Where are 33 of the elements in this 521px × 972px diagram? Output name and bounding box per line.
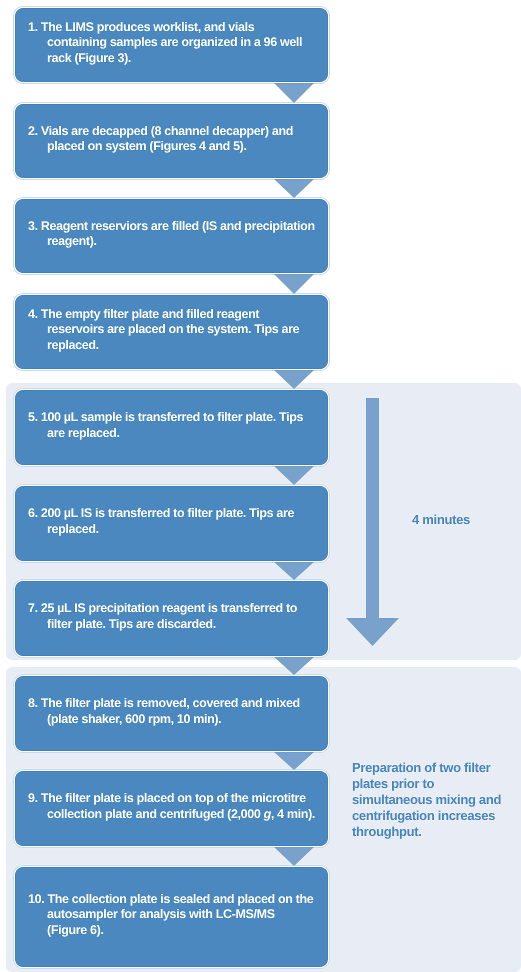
flow-arrow xyxy=(274,657,314,675)
process-step-box xyxy=(14,770,329,847)
process-step-box xyxy=(14,485,329,562)
step-text: 10. The collection plate is sealed and placed on the autosampler for analysis with LC-MS/MS (Figure 6). xyxy=(27,892,314,938)
flow-arrow xyxy=(274,274,314,294)
flow-arrow xyxy=(274,562,314,580)
process-step-box xyxy=(14,7,329,83)
step-text: 3. Reagent reserviors are filled (IS and precipitation reagent). xyxy=(27,218,316,250)
group-panel xyxy=(6,667,521,972)
process-step-box xyxy=(14,866,329,968)
step-text: 7. 25 µL IS precipitation reagent is transferred to filter plate. Tips are discarded. xyxy=(27,601,298,632)
step-text: 8. The filter plate is removed, covered and mixed (plate shaker, 600 rpm, 10 min). xyxy=(27,696,301,727)
process-step-box xyxy=(14,580,329,657)
step-text: 5. 100 µL sample is transferred to filter plate. Tips are replaced. xyxy=(27,410,304,441)
flow-arrow xyxy=(274,370,314,389)
annotation-text: 4 minutes xyxy=(412,512,471,528)
process-step-box xyxy=(14,294,329,370)
step-text: 9. The filter plate is placed on top of the microtitre collection plate and centrifuged (2,000 g, 4 min). xyxy=(27,791,316,822)
flow-arrow xyxy=(274,179,314,198)
step-text: 2. Vials are decapped (8 channel decapper) and placed on system (Figures 4 and 5). xyxy=(27,124,294,154)
step-text: 4. The empty filter plate and filled reagent reservoirs are placed on the system. Tips are replaced. xyxy=(27,306,300,354)
group-panel xyxy=(6,383,521,660)
flow-arrow xyxy=(274,752,314,770)
flow-arrow xyxy=(274,466,314,485)
process-step-box xyxy=(14,675,329,752)
flow-arrow xyxy=(274,83,314,103)
annotation-text: Preparation of two filter plates prior to simultaneous mixing and centrifugation increases throughput. xyxy=(352,760,502,840)
step-text: 6. 200 µL IS is transferred to filter plate. Tips are replaced. xyxy=(27,506,296,537)
process-step-box xyxy=(14,389,329,466)
flow-arrow xyxy=(274,847,314,866)
step-text: 1. The LIMS produces worklist, and vials containing samples are organized in a 96 well rack (Figure 3). xyxy=(27,20,304,66)
process-step-box xyxy=(14,198,329,274)
process-step-box xyxy=(14,103,329,179)
